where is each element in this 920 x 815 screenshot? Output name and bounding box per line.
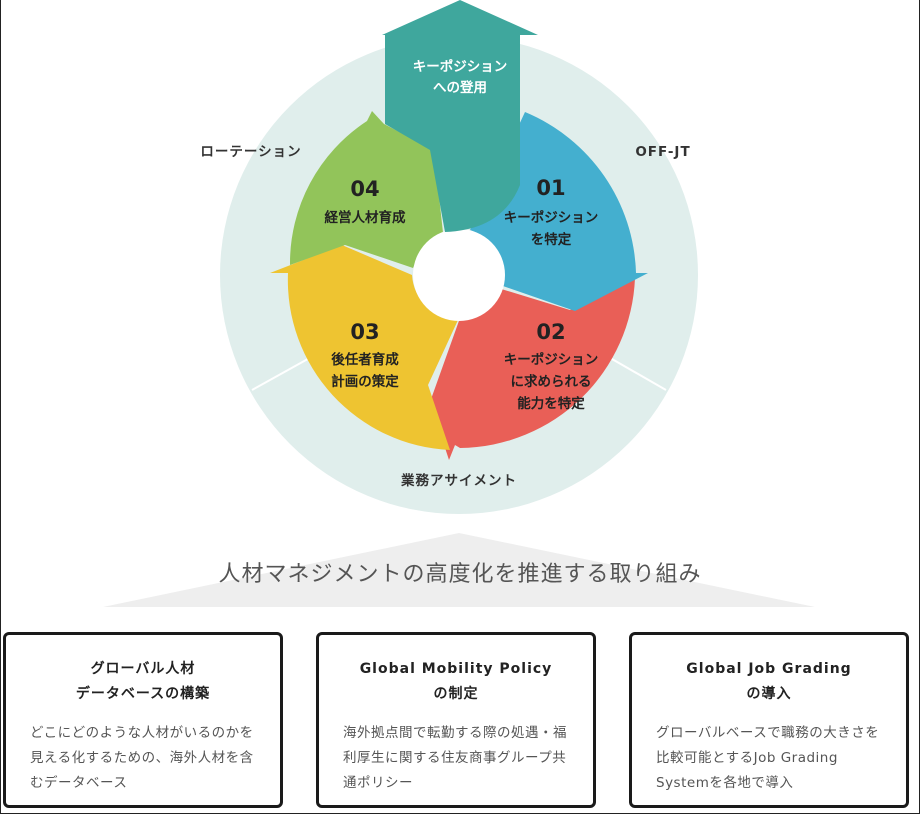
- segment-03-line2: 計画の策定: [331, 373, 399, 390]
- card-body: グローバルベースで職務の大きさを比較可能とするJob Grading Syste…: [656, 725, 880, 791]
- card-body: 海外拠点間で転勤する際の処遇・福利厚生に関する住友商事グループ共通ポリシー: [343, 725, 567, 791]
- ring-label-rotation: ローテーション: [200, 144, 301, 160]
- segment-02-line2: に求められる: [511, 373, 592, 390]
- card-global-mobility-policy: Global Mobility Policy の制定 海外拠点間で転勤する際の処…: [316, 632, 596, 808]
- segment-04-green: [289, 111, 444, 268]
- card-body: どこにどのような人材がいるのかを見える化するための、海外人材を含むデータベース: [30, 725, 254, 791]
- top-arrow: [382, 0, 538, 232]
- card-title-line2: データベースの構築: [75, 686, 211, 702]
- ring-divider-left: [251, 354, 316, 391]
- segment-02-line3: 能力を特定: [517, 395, 585, 412]
- segment-04-line1: 経営人材育成: [325, 209, 406, 226]
- segment-02-number: 02: [536, 320, 565, 344]
- card-title: Global Job Grading の導入: [632, 657, 906, 707]
- card-title-line2: の導入: [746, 686, 792, 702]
- ring-label-off-jt: OFF-JT: [635, 144, 690, 160]
- segment-02-red: [430, 278, 635, 460]
- ring-divider-right: [604, 354, 667, 391]
- top-arrow-label-line1: キーポジション: [413, 58, 508, 75]
- card-title-line2: の制定: [433, 686, 479, 702]
- card-title-line1: Global Mobility Policy: [359, 661, 553, 677]
- headline: 人材マネジメントの高度化を推進する取り組み: [218, 562, 702, 587]
- card-title: Global Mobility Policy の制定: [319, 657, 593, 707]
- segment-02-line1: キーポジション: [504, 351, 599, 368]
- talent-cycle-diagram: キーポジション への登用 ローテーション OFF-JT 業務アサイメント 01 …: [103, 0, 815, 607]
- ring-label-assignment: 業務アサイメント: [400, 472, 517, 489]
- segment-01-line2: を特定: [531, 231, 572, 248]
- top-arrow-label-line2: への登用: [433, 79, 487, 96]
- segment-04-number: 04: [350, 177, 379, 201]
- card-global-job-grading: Global Job Grading の導入 グローバルベースで職務の大きさを比…: [629, 632, 909, 808]
- segment-03-line1: 後任者育成: [331, 351, 399, 368]
- segment-03-number: 03: [350, 320, 379, 344]
- segment-03-yellow: [270, 245, 458, 450]
- card-title-line1: Global Job Grading: [686, 661, 852, 677]
- card-global-talent-database: グローバル人材 データベースの構築 どこにどのような人材がいるのかを見える化する…: [3, 632, 283, 808]
- center-hole: [413, 229, 505, 321]
- card-title: グローバル人材 データベースの構築: [6, 657, 280, 707]
- card-title-line1: グローバル人材: [90, 661, 196, 677]
- headline-backdrop: [103, 533, 815, 607]
- segment-01-number: 01: [536, 176, 565, 200]
- segment-01-line1: キーポジション: [504, 209, 599, 226]
